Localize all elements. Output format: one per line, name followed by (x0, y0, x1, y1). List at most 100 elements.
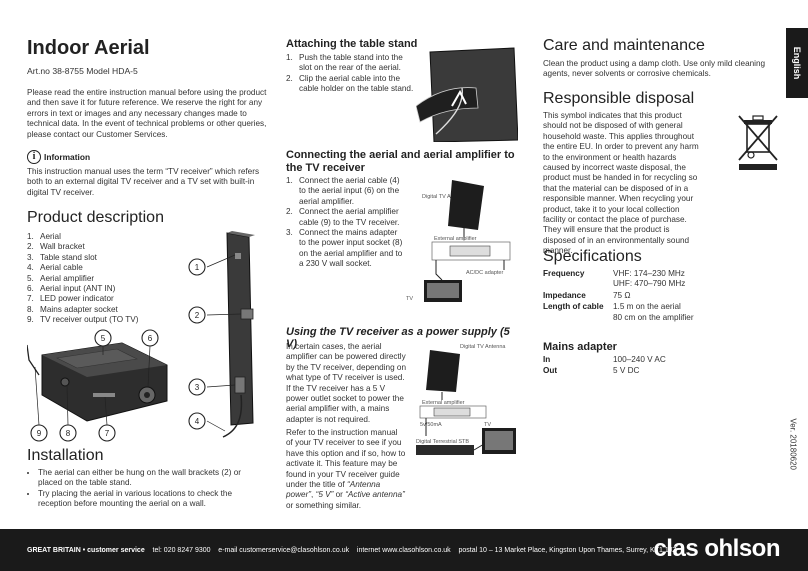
amplifier-top-panel (56, 348, 138, 369)
weee-bin-icon (738, 115, 778, 170)
svg-text:7: 7 (105, 429, 110, 438)
ps-antenna-panel (426, 350, 460, 392)
care-text: Clean the product using a damp cloth. Us… (543, 59, 766, 79)
callout-5: 5 (94, 329, 112, 355)
label-ps-stb: Digital Terrestrial STB (416, 439, 469, 445)
power-supply-diagram: Digital TV Antenna External amplifier 5v… (416, 344, 516, 455)
ant-in-core (144, 392, 150, 398)
callout-6: 6 (141, 329, 159, 388)
label-ps-tv: TV (484, 422, 491, 428)
product-part-item: 8.Mains adapter socket (27, 304, 118, 314)
footer-internet: internet www.clasohlson.co.uk (356, 547, 451, 554)
info-icon: i (27, 150, 41, 164)
product-description-heading: Product description (27, 209, 164, 226)
disposal-heading: Responsible disposal (543, 90, 695, 107)
attaching-step: 1.Push the table stand into the slot on … (286, 53, 403, 73)
led-indicator (93, 393, 115, 397)
ps-amplifier-body (433, 407, 471, 417)
svg-text:1: 1 (195, 263, 200, 272)
installation-item: The aerial can either be hung on the wal… (38, 468, 263, 489)
connection-diagram: Digital TV Antenna External amplifier AC… (406, 180, 511, 302)
power-supply-heading: Using the TV receiver as a power supply … (286, 326, 510, 350)
callout-4: 4 (188, 412, 226, 432)
to-tv-socket (60, 377, 70, 387)
antenna-panel (448, 180, 484, 230)
svg-text:3: 3 (195, 383, 200, 392)
connecting-step: 1.Connect the aerial cable (4) to the ae… (286, 176, 400, 206)
language-tab-label: English (792, 46, 802, 80)
svg-text:4: 4 (195, 417, 200, 426)
connecting-list: 1.Connect the aerial cable (4) to the ae… (286, 176, 404, 270)
output-cable (27, 344, 40, 376)
aerial-panel (226, 232, 254, 426)
product-part-item: 2.Wall bracket (27, 242, 85, 252)
label-ps-5v: 5v/50mA (420, 422, 442, 428)
connecting-step: 2.Connect the aerial amplifier cable (9)… (286, 207, 400, 227)
amp-to-tv-cable (435, 260, 443, 281)
attaching-heading: Attaching the table stand (286, 38, 418, 50)
label-ps-antenna: Digital TV Antenna (460, 344, 506, 350)
callout-2: 2 (188, 306, 242, 324)
callout-8: 8 (59, 384, 77, 442)
footer-email: e-mail customerservice@clasohlson.co.uk (218, 547, 350, 554)
svg-text:9: 9 (37, 429, 42, 438)
page-title: Indoor Aerial (27, 37, 150, 59)
aerial-cable (222, 394, 243, 438)
footer-postal: postal 10 – 13 Market Place, Kingston Up… (458, 547, 677, 554)
version-label: Ver. 20180620 (789, 418, 798, 470)
footer-country: GREAT BRITAIN • customer service (27, 547, 145, 554)
info-section: i Information This instruction manual us… (27, 150, 267, 198)
callout-9: 9 (30, 366, 48, 442)
product-part-item: 4.Aerial cable (27, 263, 83, 273)
intro-text: Please read the entire instruction manua… (27, 88, 267, 139)
product-diagram: 1 2 3 4 5 6 7 8 9 (27, 231, 255, 442)
power-supply-p2: Refer to the instruction manual of your … (286, 428, 406, 510)
callout-1: 1 (188, 254, 236, 276)
svg-text:5: 5 (101, 334, 106, 343)
brand-logo: clas ohlson (653, 535, 780, 562)
footer-contact: GREAT BRITAIN • customer service tel: 02… (27, 547, 676, 554)
disposal-text: This symbol indicates that this product … (543, 111, 699, 256)
callout-7: 7 (98, 396, 116, 442)
info-text: This instruction manual uses the term “T… (27, 167, 260, 197)
label-acdc-adapter: AC/DC adapter (466, 270, 503, 276)
svg-text:2: 2 (195, 311, 200, 320)
product-part-item: 7.LED power indicator (27, 294, 114, 304)
stand-cable (435, 87, 463, 135)
power-supply-p1: In certain cases, the aerial amplifier c… (286, 342, 407, 424)
aerial-top-edge (227, 231, 255, 237)
product-part-item: 1.Aerial (27, 232, 61, 241)
ps-tv-picture (485, 431, 513, 450)
table-stand-diagram (416, 47, 518, 142)
care-heading: Care and maintenance (543, 37, 705, 54)
label-digital-tv-antenna: Digital TV Antenna (422, 194, 468, 200)
wall-bracket (240, 308, 254, 320)
ps-stb-box (416, 445, 474, 455)
language-tab: English (786, 28, 808, 98)
callout-3: 3 (188, 378, 236, 396)
installation-list: The aerial can either be hung on the wal… (27, 468, 263, 510)
svg-text:8: 8 (66, 429, 71, 438)
label-external-amplifier: External amplifier (434, 236, 477, 242)
svg-text:6: 6 (148, 334, 153, 343)
hook-upper (235, 253, 241, 259)
push-arrow (451, 89, 467, 107)
footer-tel: tel: 020 8247 9300 (152, 547, 211, 554)
label-tv: TV (406, 296, 413, 302)
mains-adapter-heading: Mains adapter (543, 341, 617, 353)
product-part-item: 9.TV receiver output (TO TV) (27, 315, 139, 325)
amplifier-body (449, 245, 491, 257)
tv-picture (427, 283, 459, 298)
attaching-step: 2.Clip the aerial cable into the cable h… (286, 73, 414, 94)
attaching-list: 1.Push the table stand into the slot on … (286, 53, 414, 95)
product-part-item: 3.Table stand slot (27, 252, 97, 262)
footer: GREAT BRITAIN • customer service tel: 02… (0, 529, 808, 571)
